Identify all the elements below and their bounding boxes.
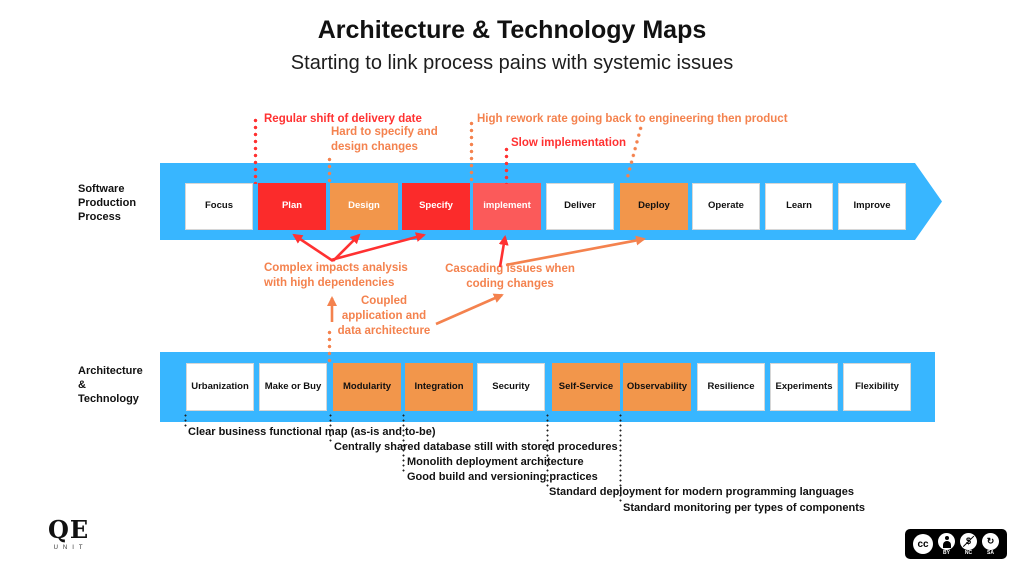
tech-annotation-3: Monolith deployment architecture xyxy=(407,456,584,468)
dotted-line-red-1 xyxy=(253,117,258,184)
tech-step-flexibility: Flexibility xyxy=(843,363,911,411)
process-step-plan: Plan xyxy=(258,183,326,230)
cc-by-person-icon xyxy=(938,532,955,550)
cc-nc-dollar-icon: $ xyxy=(960,532,977,550)
process-step-deliver: Deliver xyxy=(546,183,614,230)
dotted-line-black-11 xyxy=(619,413,622,503)
page-subtitle: Starting to link process pains with syst… xyxy=(290,52,734,74)
pain-annotation-hard-specify: Hard to specify and design changes xyxy=(331,126,438,153)
dotted-line-black-9 xyxy=(402,413,405,473)
cc-icon: cc xyxy=(913,534,933,554)
tech-annotation-6: Standard monitoring per types of compone… xyxy=(623,502,866,514)
page-title: Architecture & Technology Maps xyxy=(317,16,707,44)
process-step-operate: Operate xyxy=(692,183,760,230)
tech-step-self-service: Self-Service xyxy=(552,363,620,411)
process-step-focus: Focus xyxy=(185,183,253,230)
cc-glyph: cc xyxy=(917,538,929,550)
logo-main-text: QE xyxy=(48,515,90,544)
tech-annotation-4: Good build and versioning practices xyxy=(407,471,598,483)
pain-annotation-cascading-issues: Cascading issues when coding changes xyxy=(445,263,575,290)
dotted-line-red-4 xyxy=(504,146,509,184)
process-step-design: Design xyxy=(330,183,398,230)
process-step-learn: Learn xyxy=(765,183,833,230)
cc-by-label: BY xyxy=(943,549,950,556)
pain-annotation-slow-implementation: Slow implementation xyxy=(511,137,627,149)
tech-annotation-1: Clear business functional map (as-is and… xyxy=(188,426,436,438)
dotted-line-black-8 xyxy=(329,413,332,443)
dotted-line-orange-3 xyxy=(469,120,474,184)
dotted-line-orange-2 xyxy=(327,156,332,184)
cc-sa-arrow-icon: ↻ xyxy=(982,532,999,550)
tech-step-security: Security xyxy=(477,363,545,411)
tech-step-modularity: Modularity xyxy=(333,363,401,411)
dotted-line-orange-6 xyxy=(327,329,332,363)
qe-unit-logo: QE UNIT xyxy=(48,515,90,552)
tech-annotation-5: Standard deployment for modern programmi… xyxy=(549,486,854,498)
tech-step-urbanization: Urbanization xyxy=(186,363,254,411)
pain-annotation-coupled-architecture: Coupled application and data architectur… xyxy=(337,295,431,337)
process-step-specify: Specify xyxy=(402,183,470,230)
tech-step-observability: Observability xyxy=(623,363,691,411)
pain-annotation-complex-impacts: Complex impacts analysis with high depen… xyxy=(264,262,408,289)
process-step-implement: implement xyxy=(473,183,541,230)
pain-annotation-high-rework: High rework rate going back to engineeri… xyxy=(477,113,788,125)
process-step-improve: Improve xyxy=(838,183,906,230)
tech-step-integration: Integration xyxy=(405,363,473,411)
tech-step-make-or-buy: Make or Buy xyxy=(259,363,327,411)
tech-step-experiments: Experiments xyxy=(770,363,838,411)
tech-row-label: Architecture & Technology xyxy=(78,365,143,405)
dotted-line-black-10 xyxy=(546,413,549,488)
process-row-label: Software Production Process xyxy=(78,183,137,223)
cc-license-badge: cc BY $ NC ↻ SA xyxy=(905,529,1007,559)
pain-annotation-regular-shift: Regular shift of delivery date xyxy=(264,113,422,125)
tech-annotation-2: Centrally shared database still with sto… xyxy=(334,441,618,453)
dotted-line-black-7 xyxy=(184,413,187,429)
tech-step-resilience: Resilience xyxy=(697,363,765,411)
cc-nc-label: NC xyxy=(964,549,973,556)
cc-sa-label: SA xyxy=(987,549,994,556)
process-step-deploy: Deploy xyxy=(620,183,688,230)
logo-sub-text: UNIT xyxy=(53,545,88,551)
